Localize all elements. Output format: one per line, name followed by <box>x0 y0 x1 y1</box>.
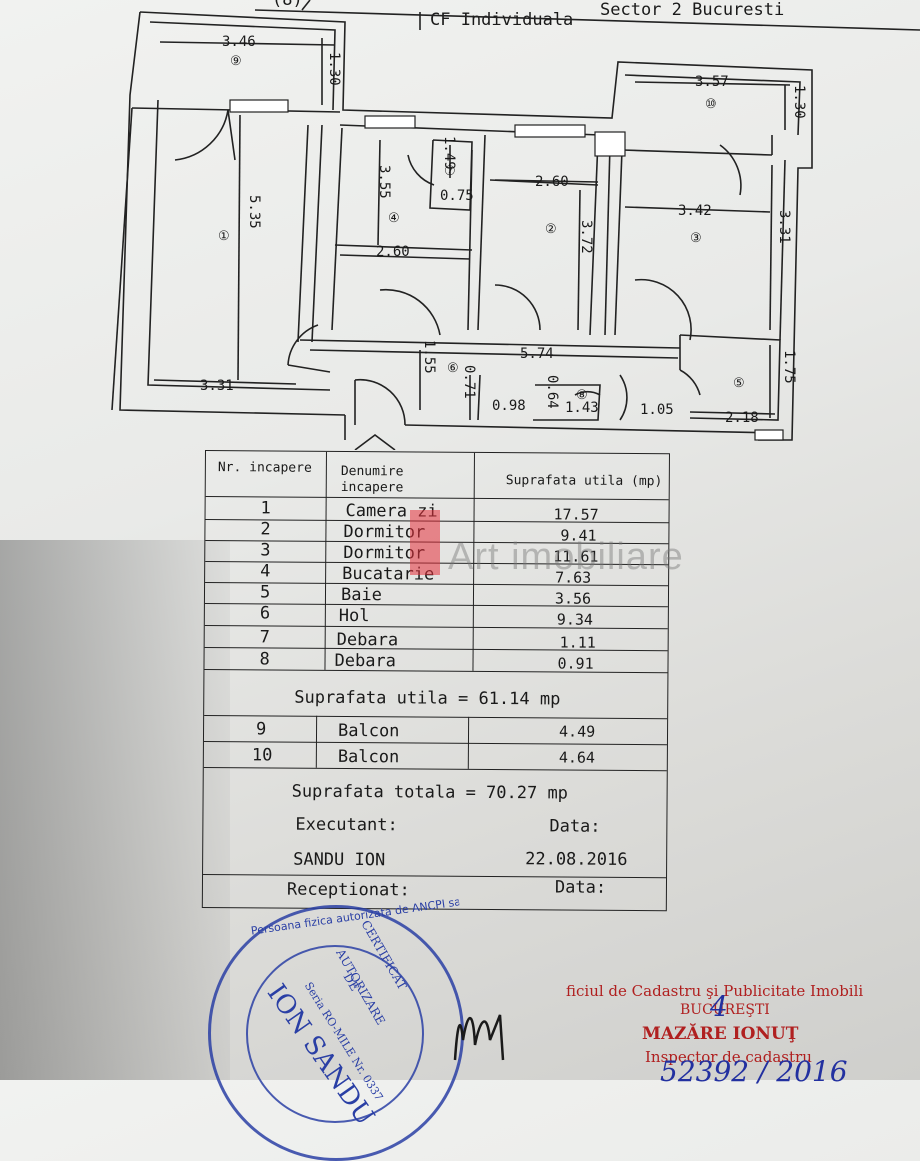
room-label: ⑤ <box>733 376 745 391</box>
handwritten-note: 4 <box>710 990 728 1023</box>
dim-label: 0.64 <box>544 375 560 409</box>
watermark-logo <box>410 510 440 575</box>
dim-label: 3.72 <box>578 220 594 254</box>
room-label: ④ <box>388 211 400 226</box>
col-header-nr: Nr. incapere <box>217 460 312 476</box>
dim-label: 1.30 <box>326 52 342 86</box>
executant-date: 22.08.2016 <box>525 849 628 870</box>
dim-label: 0.75 <box>440 188 474 204</box>
dim-label: 3.46 <box>222 34 256 50</box>
dim-label: 1.05 <box>640 402 674 418</box>
room-label: ⑨ <box>230 54 242 69</box>
col-header-name: Denumire incapere <box>340 463 404 496</box>
executant-label: Executant: <box>295 814 398 836</box>
receptionat-label: Receptionat: <box>286 879 410 901</box>
room-label: ② <box>545 222 557 237</box>
floor-plan: ① ② ③ ④ ⑤ ⑥ ⑦ ⑧ ⑨ ⑩ 3.46 1.30 3.57 1.30 … <box>111 0 920 450</box>
header-cf: CF Individuala <box>430 10 574 30</box>
table-row: 10 Balcon 4.64 <box>251 745 596 768</box>
handwritten-number: 52392 / 2016 <box>660 1055 848 1088</box>
table-row: 7 Debara 1.11 <box>259 627 596 652</box>
dim-label: 3.31 <box>200 378 234 394</box>
room-label: ⑦ <box>444 164 456 179</box>
util-total: Suprafata utila = 61.14 mp <box>294 687 561 710</box>
ocpi-line4: Inspector de cadastru <box>645 1048 812 1066</box>
dim-label: 1.49 <box>441 136 457 170</box>
table-row: 6 Hol 9.34 <box>259 603 594 629</box>
receptionat-data-label: Data: <box>554 877 607 898</box>
dim-label: 3.31 <box>776 210 792 244</box>
header-location: Sector 2 Bucuresti <box>600 0 785 20</box>
room-label: ③ <box>690 231 702 246</box>
dim-label: 1.55 <box>421 340 437 374</box>
dim-label: 0.98 <box>492 398 526 414</box>
ocpi-line2: BUCUREŞTI <box>680 1002 770 1018</box>
dim-label: 2.60 <box>376 244 410 260</box>
watermark-text: Art imobiliare <box>448 536 684 578</box>
room-label: ⑧ <box>576 388 588 403</box>
dim-label: 1.75 <box>781 350 797 384</box>
dim-label: 5.74 <box>520 346 554 362</box>
header-fragment: (8) <box>272 0 303 10</box>
col-header-area: Suprafata utila (mp) <box>505 473 663 490</box>
room-label: ① <box>218 229 230 244</box>
dim-label: 2.18 <box>725 410 759 426</box>
dim-label: 1.30 <box>791 85 807 119</box>
table-row: 9 Balcon 4.49 <box>255 719 596 742</box>
dim-label: 2.60 <box>535 174 569 190</box>
room-label: ⑩ <box>705 97 717 112</box>
paper-shadow <box>0 540 230 1080</box>
executant-data-label: Data: <box>549 816 601 837</box>
ocpi-line3: MAZĂRE IONUŢ <box>642 1024 799 1044</box>
dim-label: 3.42 <box>678 203 712 219</box>
executant-name: SANDU ION <box>293 849 386 871</box>
dim-label: 5.35 <box>246 195 262 229</box>
dim-label: 3.55 <box>376 165 392 199</box>
table-row: 8 Debara 0.91 <box>259 649 594 673</box>
dim-label: 1.43 <box>565 400 599 416</box>
dim-label: 0.71 <box>461 365 477 399</box>
signature <box>453 1014 505 1061</box>
grand-total: Suprafata totala = 70.27 mp <box>291 781 569 804</box>
ocpi-line1: ficiul de Cadastru şi Publicitate Imobil… <box>566 982 864 1000</box>
room-label: ⑥ <box>447 361 459 376</box>
dim-label: 3.57 <box>695 74 729 90</box>
